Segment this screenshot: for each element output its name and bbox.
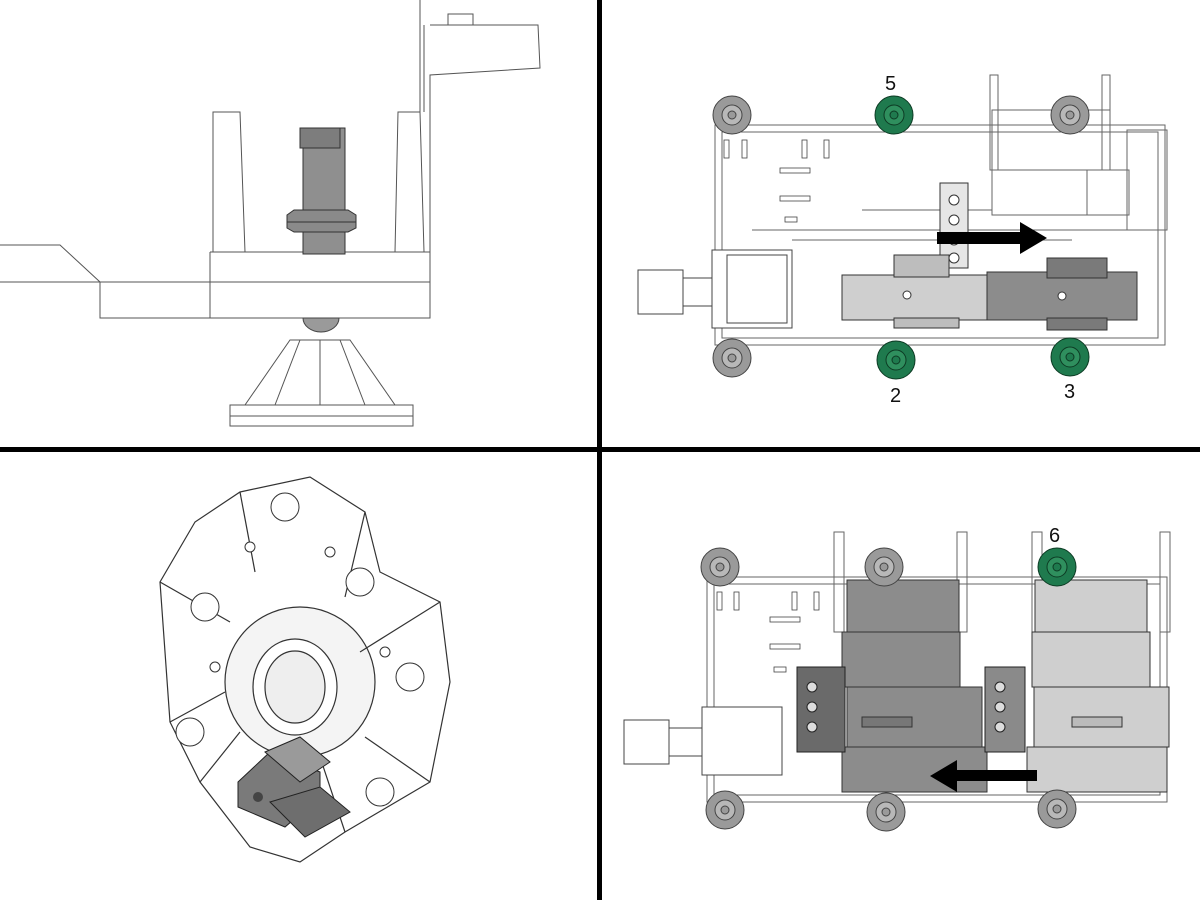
turret-disc-drawing: [159, 476, 451, 863]
foot-standard-tm-2: [864, 547, 904, 587]
label-foot-2: 2: [890, 385, 901, 407]
foot-standard-bl-2: [705, 790, 745, 830]
arrow-left: [930, 760, 1037, 792]
foot-highlight-2: [876, 340, 916, 380]
foot-highlight-5: [874, 95, 914, 135]
foot-standard-br-2: [1037, 789, 1077, 829]
leveling-screw: [286, 127, 357, 255]
foot-standard-tr: [1050, 95, 1090, 135]
spindle-unit: [637, 249, 793, 329]
foot-standard-tl: [712, 95, 752, 135]
leveling-screw-drawing: [0, 0, 541, 427]
carriage-dark-2: [841, 579, 988, 793]
panel-machine-step-2: 6: [602, 452, 1200, 900]
leveling-pad: [229, 339, 414, 427]
panel-turret-disc: [0, 452, 598, 900]
arrow-right: [937, 222, 1047, 254]
foot-highlight-6: [1037, 547, 1077, 587]
foot-standard-tl-2: [700, 547, 740, 587]
label-foot-3: 3: [1064, 381, 1075, 403]
panel-machine-step-1: 5 2 3: [602, 0, 1200, 448]
foot-highlight-3: [1050, 337, 1090, 377]
carriage-light: [841, 254, 988, 329]
carriage-light-2: [1026, 579, 1170, 793]
label-foot-5: 5: [885, 73, 896, 95]
panel-leveling-screw: [0, 0, 598, 448]
tool-holder: [237, 736, 351, 838]
foot-standard-bl: [712, 338, 752, 378]
foot-standard-bm-2: [866, 792, 906, 832]
turret-strip-left: [796, 666, 846, 753]
machine-top-view-2: 6: [623, 525, 1171, 832]
machine-top-view-1: 5 2 3: [637, 73, 1168, 407]
turret-strip-right: [984, 666, 1026, 753]
horizontal-divider: [0, 447, 1200, 452]
spindle-unit-2: [623, 706, 783, 776]
label-foot-6: 6: [1049, 525, 1060, 547]
carriage-dark: [986, 257, 1138, 331]
